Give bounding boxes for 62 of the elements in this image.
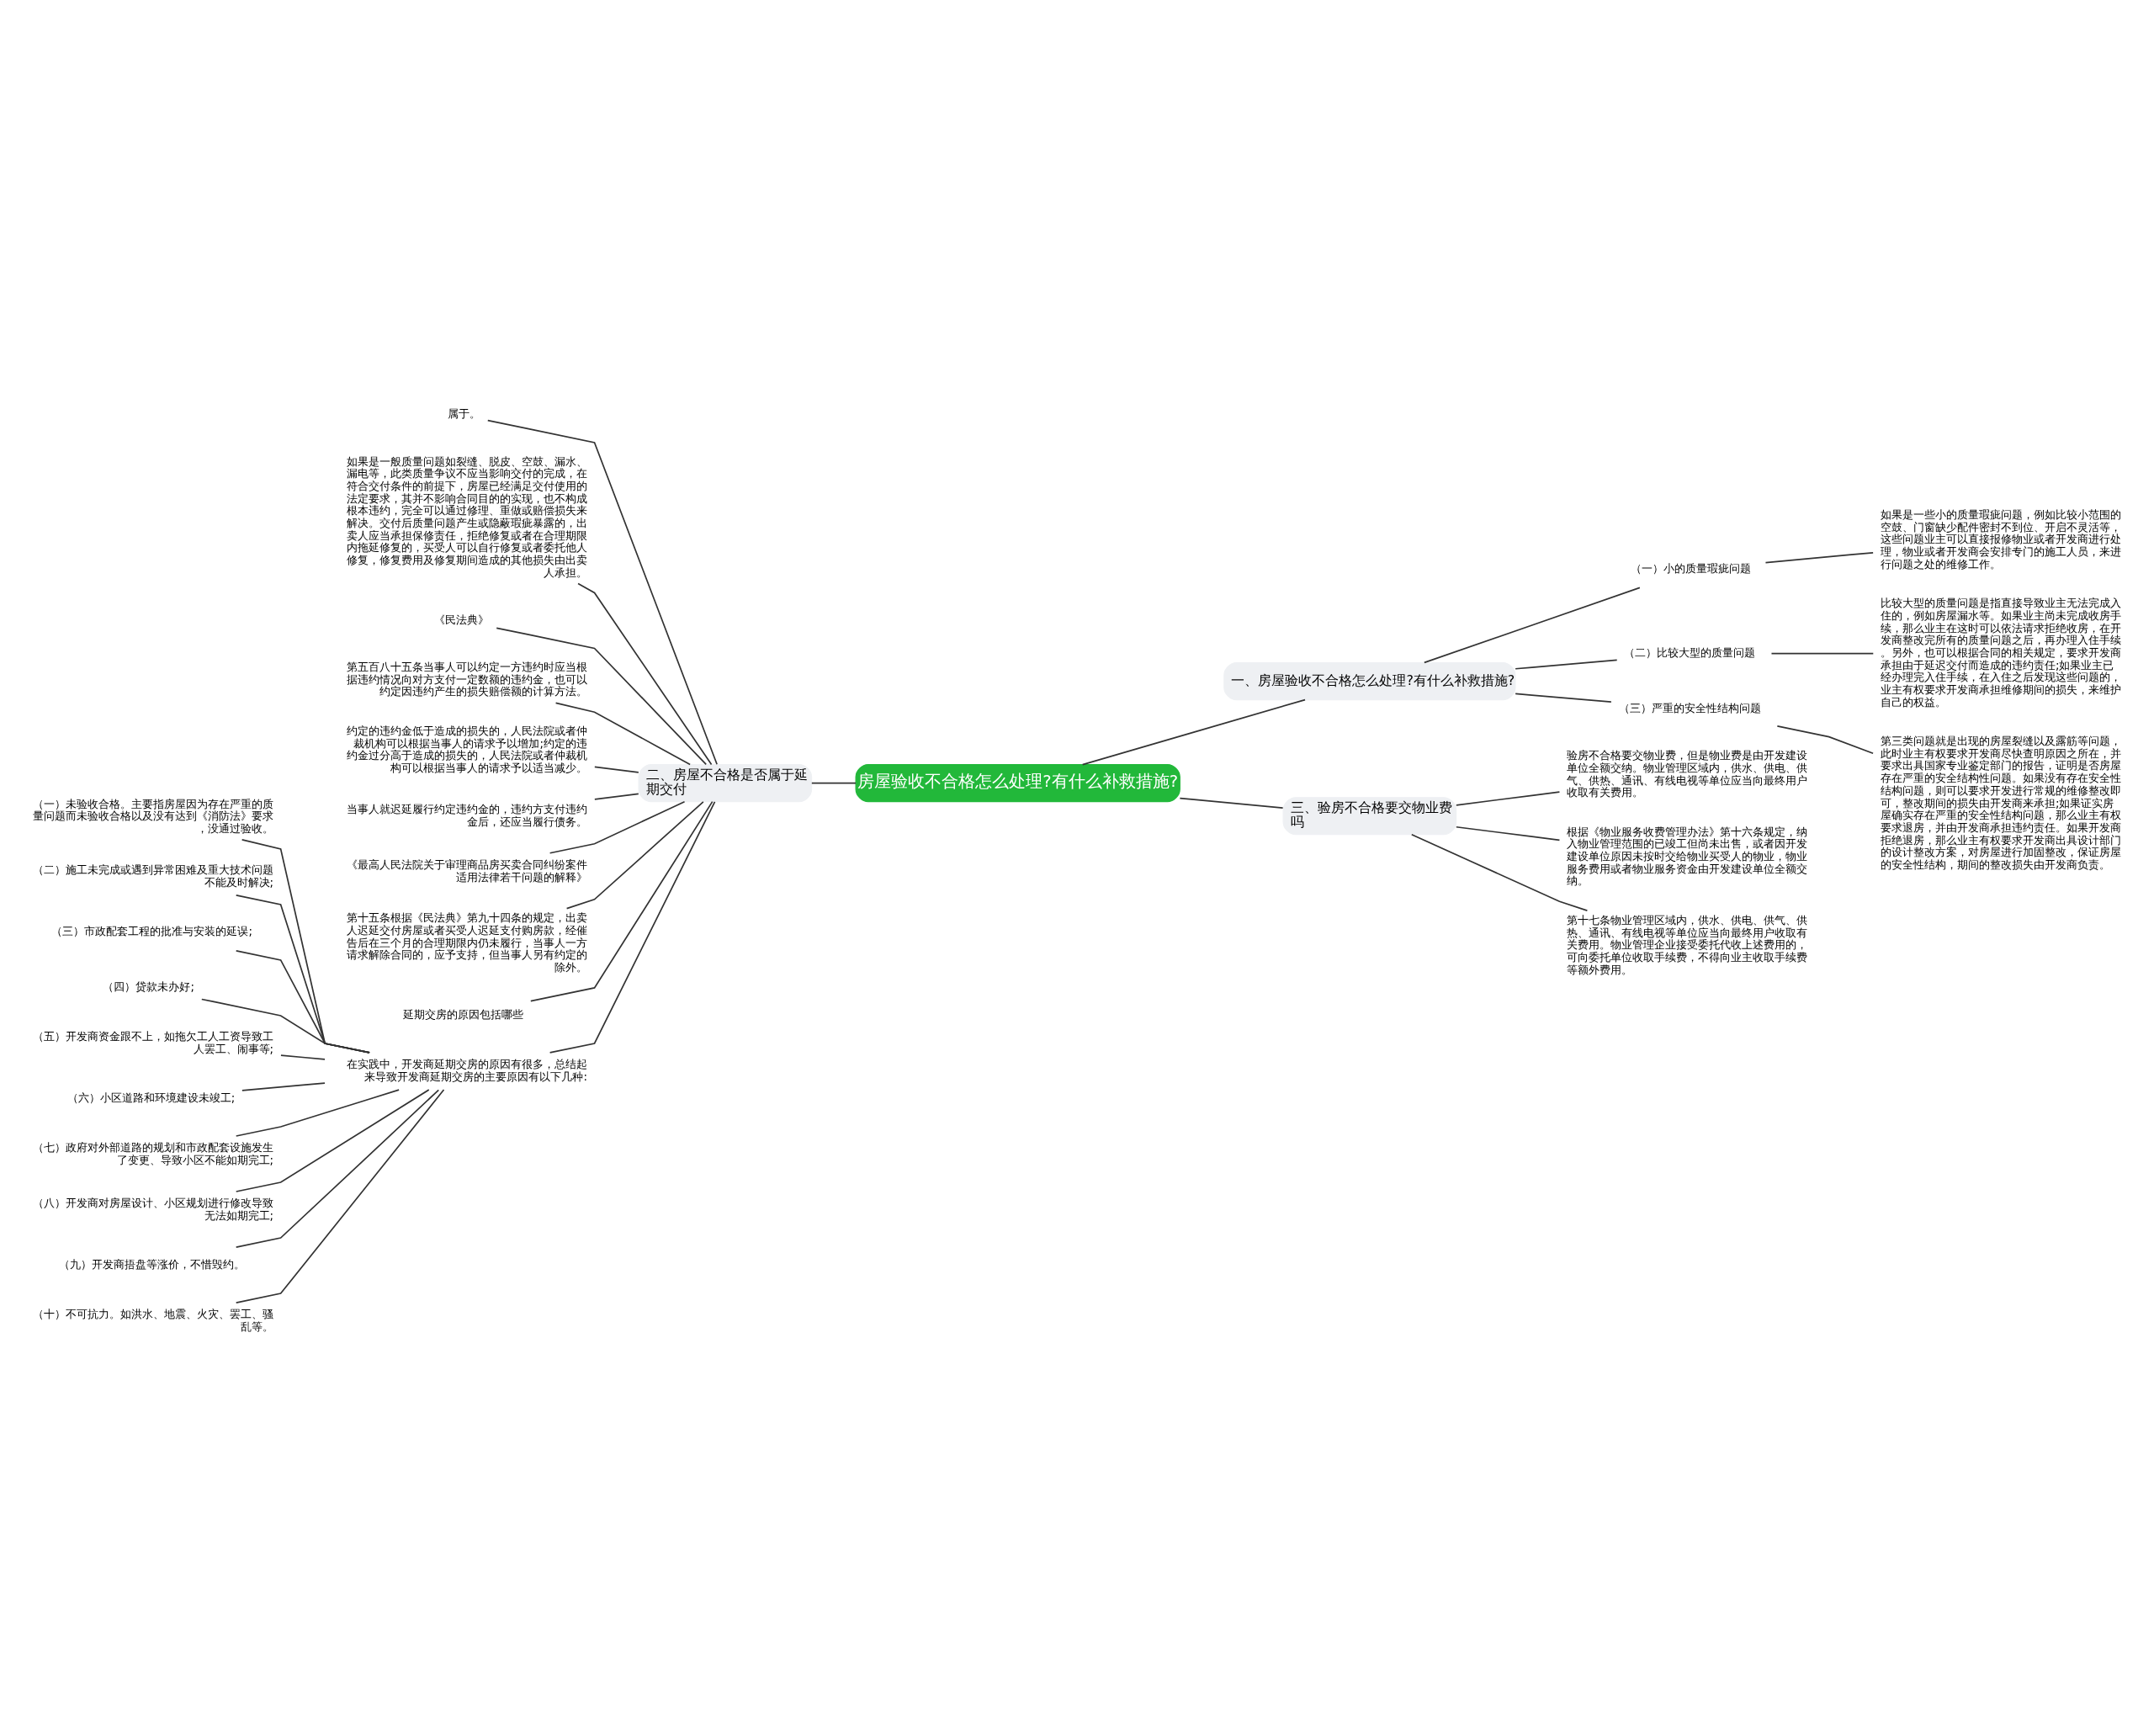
connector bbox=[529, 800, 714, 1002]
connector bbox=[235, 1089, 430, 1192]
node-box: 三、验房不合格要交物业费吗 bbox=[1282, 797, 1457, 836]
node-text: 如果是一些小的质量瑕疵问题，例如比较小范围的空鼓、门窗缺少配件密封不到位、开启不灵活等，这些问题业主可以直接报修物业或者开发商进行处理，物业或者开发商会安排专门的施工人员，来进行问题之处的维修工作。 bbox=[1880, 508, 2121, 571]
connector bbox=[1081, 698, 1306, 766]
node-text: 属于。 bbox=[447, 407, 480, 421]
node-box: 一、房屋验收不合格怎么处理?有什么补救措施? bbox=[1223, 661, 1516, 701]
connector bbox=[200, 998, 370, 1054]
connector bbox=[235, 1089, 440, 1248]
connector bbox=[810, 782, 857, 784]
node-text: 验房不合格要交物业费，但是物业费是由开发建设单位全额交纳。物业管理区域内，供水、供电、供气、供热、通讯、有线电视等单位应当向最终用户收取有关费用。 bbox=[1567, 749, 1808, 799]
connector bbox=[241, 1082, 326, 1091]
node-text: 第三类问题就是出现的房屋裂缝以及露筋等问题，此时业主有权要求开发商尽快查明原因之所在，并要求出具国家专业鉴定部门的报告，证明是否房屋存在严重的安全结构性问题。如果没有存在安全性结构问题，则可以要求开发进行常规的维修整改即可，整改期间的损失由开发商来承担;如果证实房屋确实存在严重的安全性结构问题，那么业主有权要求退房，并由开发商承担违约责任。如果开发商拒绝退房，那么业主有权要求开发商出具设计部门的设计整改方案，对房屋进行加固整改，保证房屋的安全性结构，期间的整改损失由开发商负责。 bbox=[1880, 735, 2121, 871]
node-text: 在实践中，开发商延期交房的原因有很多，总结起来导致开发商延期交房的主要原因有以下几种: bbox=[346, 1058, 587, 1083]
node-text: 延期交房的原因包括哪些 bbox=[403, 1008, 524, 1022]
node-text: 《民法典》 bbox=[434, 613, 490, 626]
node-text: （六）小区道路和环境建设未竣工; bbox=[66, 1091, 236, 1105]
node-text: （一）小的质量瑕疵问题 bbox=[1630, 561, 1751, 575]
node-text: （三）市政配套工程的批准与安装的延误; bbox=[51, 925, 252, 938]
connector bbox=[565, 800, 704, 910]
connector bbox=[1455, 791, 1561, 806]
node-text: （二）比较大型的质量问题 bbox=[1624, 645, 1756, 659]
node-text: （七）政府对外部道路的规划和市政配套设施发生了变更、导致小区不能如期完工; bbox=[33, 1141, 274, 1166]
connector bbox=[1515, 693, 1612, 703]
node-text: 当事人就迟延履行约定违约金的，违约方支付违约金后，还应当履行债务。 bbox=[346, 802, 587, 828]
connector bbox=[594, 766, 639, 773]
node-text: （三）严重的安全性结构问题 bbox=[1618, 702, 1761, 715]
connector bbox=[1179, 797, 1284, 809]
node-text: 如果是一般质量问题如裂缝、脱皮、空鼓、漏水、漏电等，此类质量争议不应当影响交付的完成，在符合交付条件的前提下，房屋已经满足交付使用的法定要求，其并不影响合同目的的实现，也不构成根本违约，完全可以通过修理、重做或赔偿损失来解决。交付后质量问题产生或隐蔽瑕疵暴露的，出卖人应当承担保修责任，拒绝修复或者在合理期限内拖延修复的，买受人可以自行修复或者委托他人修复，修复费用及修复期间造成的其他损失由出卖人承担。 bbox=[346, 454, 587, 579]
node-text: 根据《物业服务收费管理办法》第十六条规定，纳入物业管理范围的已竣工但尚未出售，或者因开发建设单位原因未按时交给物业买受人的物业，物业服务费用或者物业服务资金由开发建设单位全额交纳。 bbox=[1567, 825, 1808, 888]
node-text: （九）开发商捂盘等涨价，不惜毁约。 bbox=[58, 1258, 245, 1271]
connector bbox=[1764, 551, 1874, 564]
connector bbox=[280, 1054, 326, 1060]
node-text: （二）施工未完成或遇到异常困难及重大技术问题不能及时解决; bbox=[33, 863, 274, 889]
node-text: （十）不可抗力。如洪水、地震、火灾、罢工、骚乱等。 bbox=[33, 1308, 274, 1333]
node-text: （八）开发商对房屋设计、小区规划进行修改导致无法如期完工; bbox=[33, 1197, 274, 1222]
connector bbox=[594, 793, 639, 800]
connector bbox=[235, 1089, 400, 1137]
node-text: 第十七条物业管理区域内，供水、供电、供气、供热、通讯、有线电视等单位应当向最终用户收取有关费用。物业管理企业接受委托代收上述费用的，可向委托单位收取手续费，不得向业主收取手续费等额外费用。 bbox=[1567, 913, 1808, 976]
node-text: （一）未验收合格。主要指房屋因为存在严重的质量问题而未验收合格以及没有达到《消防法》要求，没通过验收。 bbox=[33, 797, 274, 836]
connector bbox=[554, 702, 691, 766]
connector bbox=[1455, 826, 1561, 841]
connector bbox=[1410, 833, 1589, 911]
node-text: 第五百八十五条当事人可以约定一方违约时应当根据违约情况向对方支付一定数额的违约金，也可以约定因违约产生的损失赔偿额的计算方法。 bbox=[346, 661, 587, 698]
node-text: （四）贷款未办好; bbox=[103, 980, 194, 994]
connector bbox=[549, 800, 686, 854]
node-box: 房屋验收不合格怎么处理?有什么补救措施? bbox=[855, 764, 1180, 803]
node-text: 约定的违约金低于造成的损失的，人民法院或者仲裁机构可以根据当事人的请求予以增加;约定的违约金过分高于造成的损失的，人民法院或者仲裁机构可以根据当事人的请求予以适当减少。 bbox=[346, 724, 587, 774]
connector bbox=[577, 582, 713, 766]
node-text: 比较大型的质量问题是指直接导致业主无法完成入住的，例如房屋漏水等。如果业主尚未完成收房手续，那么业主在这时可以依法请求拒绝收房，在开发商整改完所有的质量问题之后，再办理入住手续。另外，也可以根据合同的相关规定，要求开发商承担由于延迟交付而造成的违约责任;如果业主已经办理完入住手续，在入住之后发现这些问题的，业主有权要求开发商承担维修期间的损失，来维护自己的权益。 bbox=[1880, 597, 2121, 709]
connector bbox=[235, 1089, 445, 1303]
connector bbox=[1776, 725, 1874, 755]
connector bbox=[1770, 652, 1875, 655]
connector bbox=[1515, 659, 1618, 670]
connector bbox=[486, 419, 718, 766]
connector bbox=[549, 801, 716, 1054]
node-text: 《最高人民法院关于审理商品房买卖合同纠纷案件适用法律若干问题的解释》 bbox=[346, 857, 587, 884]
node-box: 二、房屋不合格是否属于延期交付 bbox=[638, 764, 813, 803]
node-text: 第十五条根据《民法典》第九十四条的规定，出卖人迟延交付房屋或者买受人迟延支付购房款，经催告后在三个月的合理期限内仍未履行，当事人一方请求解除合同的，应予支持，但当事人另有约定的除外。 bbox=[346, 911, 587, 974]
connector bbox=[1423, 587, 1641, 664]
connector bbox=[496, 627, 708, 766]
node-text: （五）开发商资金跟不上，如拖欠工人工资导致工人罢工、闹事等; bbox=[33, 1030, 274, 1055]
